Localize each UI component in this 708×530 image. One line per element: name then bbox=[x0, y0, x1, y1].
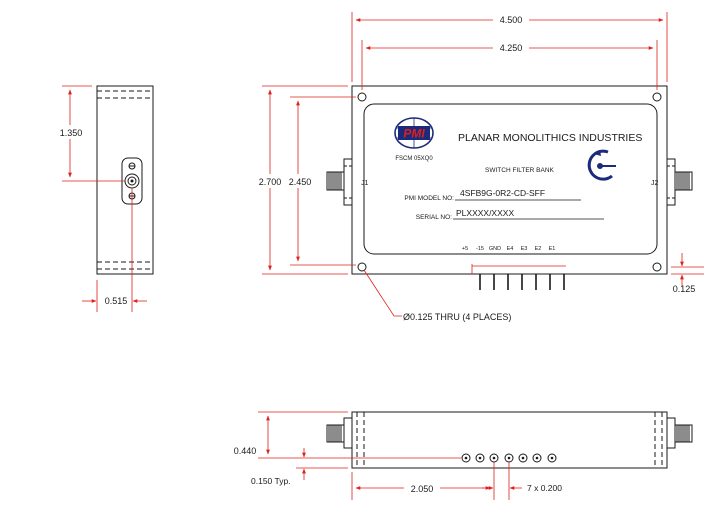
pin-labels: +5 -15 GND E4 E3 E2 E1 bbox=[462, 246, 556, 252]
pins bbox=[479, 274, 565, 290]
pmi-logo: PMI bbox=[394, 117, 434, 149]
dim-pin-offset-height: 0.440 bbox=[234, 446, 257, 456]
model-label: PMI MODEL NO: bbox=[404, 195, 454, 202]
switch-symbol-icon bbox=[587, 149, 616, 181]
model-value: 4SFB9G-0R2-CD-SFF bbox=[460, 188, 545, 198]
pin-label: E2 bbox=[535, 246, 542, 252]
fscm-code: FSCM 05XQ0 bbox=[395, 156, 433, 162]
pin-label: E1 bbox=[549, 246, 556, 252]
front-connector-left-threads bbox=[326, 424, 345, 443]
connector-j1-label: J1 bbox=[361, 180, 369, 187]
top-view: J1 J2 PMI PLANAR MONOLITHICS INDUSTRIES … bbox=[254, 12, 704, 322]
side-view: 1.350 0.515 bbox=[54, 85, 154, 312]
connector-j1-threads bbox=[326, 171, 345, 191]
dim-pin-start: 2.050 bbox=[411, 484, 434, 494]
dim-overall-width: 4.500 bbox=[500, 15, 523, 25]
pin-label: GND bbox=[489, 246, 501, 252]
logo-text: PMI bbox=[403, 127, 425, 141]
connector-j2-threads bbox=[674, 171, 693, 191]
dim-side-thickness: 0.515 bbox=[105, 296, 128, 306]
serial-label: SERIAL NO: bbox=[416, 214, 452, 221]
pin-label: E3 bbox=[521, 246, 528, 252]
product-name: SWITCH FILTER BANK bbox=[485, 167, 555, 174]
pin-circles bbox=[461, 453, 557, 463]
connector-j2-label: J2 bbox=[651, 180, 659, 187]
front-connector-right-threads bbox=[674, 424, 693, 443]
dim-pin-typical: 0.150 Typ. bbox=[251, 476, 291, 486]
pin-label: -15 bbox=[476, 246, 484, 252]
company-name: PLANAR MONOLITHICS INDUSTRIES bbox=[458, 132, 642, 144]
dim-hole-spacing-width: 4.250 bbox=[500, 43, 523, 53]
dim-overall-height: 2.700 bbox=[259, 177, 282, 187]
dim-pin-pitch: 7 x 0.200 bbox=[527, 483, 562, 493]
hole-note: Ø0.125 THRU (4 PLACES) bbox=[403, 312, 511, 322]
dim-hole-inset: 0.125 bbox=[673, 284, 696, 294]
dim-connector-height: 1.350 bbox=[60, 128, 83, 138]
pin-label: +5 bbox=[462, 246, 468, 252]
dim-hole-spacing-height: 2.450 bbox=[289, 177, 312, 187]
pin-label: E4 bbox=[507, 246, 514, 252]
serial-value: PLXXXX/XXXX bbox=[456, 208, 514, 218]
front-view: 0.440 0.150 Typ. 2.050 7 x 0.200 bbox=[234, 411, 693, 500]
